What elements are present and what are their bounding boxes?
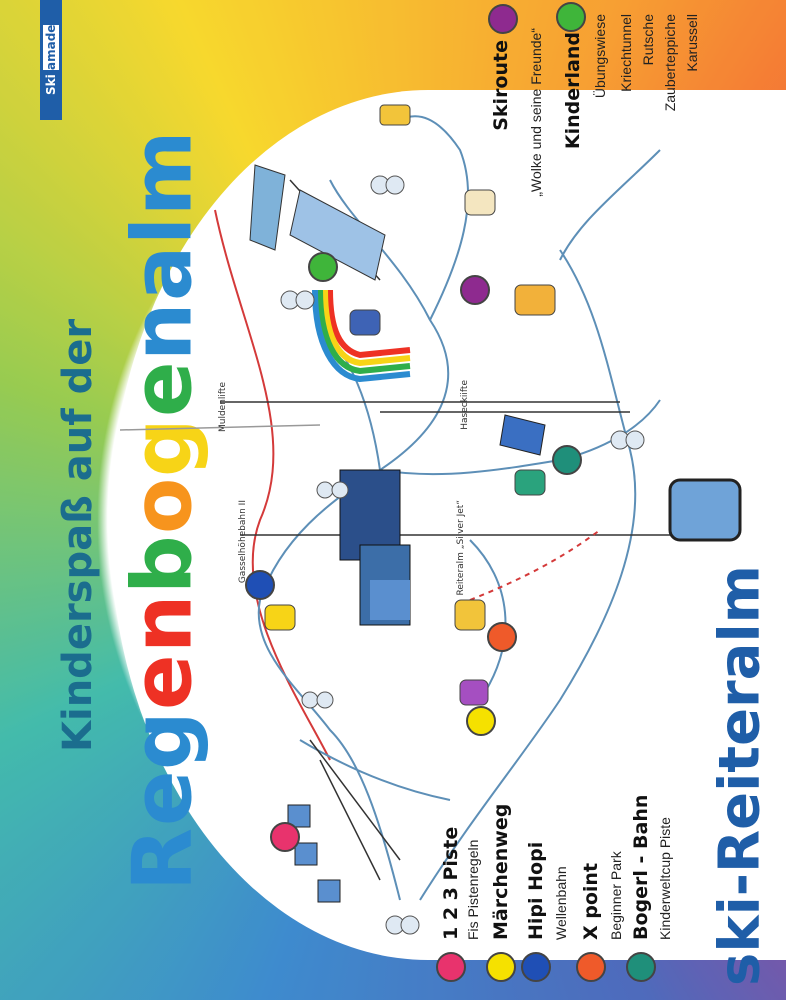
legend-label: 1 2 3 Piste xyxy=(440,826,462,940)
lift-label-gasselhoehe: Gasselhöhebahn II xyxy=(238,500,248,584)
legend-sublabel: Beginner Park xyxy=(608,851,624,940)
legend-dot xyxy=(626,952,656,982)
legend-sublabel: Wellenbahn xyxy=(553,866,569,940)
maerchenweg-marker xyxy=(466,706,496,736)
legend-label: X point xyxy=(580,862,602,940)
skiroute-subtitle: „Wolke und seine Freunde“ xyxy=(528,28,544,197)
kinderland-item: Übungswiese xyxy=(592,14,608,99)
legend-dot xyxy=(576,952,606,982)
kinderland-marker xyxy=(308,252,338,282)
kinderland-item: Zauberteppiche xyxy=(662,14,678,112)
legend-dot xyxy=(521,952,551,982)
legend-dot xyxy=(486,952,516,982)
kinderland-item: Kriechtunnel xyxy=(618,14,634,92)
legend-label: Märchenweg xyxy=(490,803,512,940)
kinderland-legend-dot xyxy=(556,2,586,32)
lift-label-reiteralm: Reiteralm „Silver Jet“ xyxy=(456,500,466,596)
lift-label-muldenlifte: Muldenlifte xyxy=(218,382,228,433)
legend-sublabel: Kinderweltcup Piste xyxy=(657,817,673,940)
legend-dot xyxy=(436,952,466,982)
lift-label-hasecklifte: Haseckiifte xyxy=(460,380,470,430)
resort-title: ski-Reiteralm xyxy=(707,564,773,986)
skiroute-legend-dot xyxy=(488,4,518,34)
kinderland-item: Karussell xyxy=(684,14,700,72)
bogerl-bahn-marker xyxy=(552,445,582,475)
kinderland-item: Rutsche xyxy=(640,14,656,66)
legend-label: Hipi Hopi xyxy=(525,841,547,940)
legend-label: Bogerl - Bahn xyxy=(630,794,652,940)
kinderland-heading: Kinderland xyxy=(562,32,584,150)
x-point-marker xyxy=(487,622,517,652)
legend-sublabel: Fis Pistenregeln xyxy=(465,839,481,940)
skiroute-heading: Skiroute xyxy=(490,40,512,131)
piste-123-marker xyxy=(270,822,300,852)
hipi-hopi-marker xyxy=(245,570,275,600)
skiroute-marker xyxy=(460,275,490,305)
